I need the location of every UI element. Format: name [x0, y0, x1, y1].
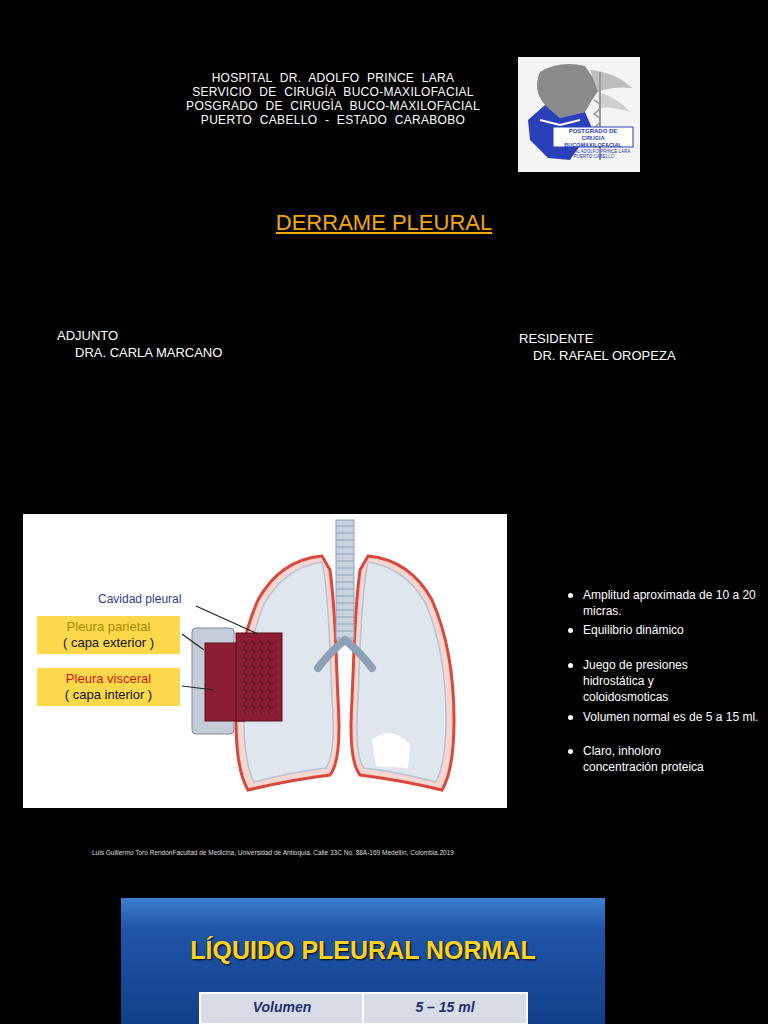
bullet-dot [568, 715, 573, 720]
citation: Luis Guillermo Toro RendónFacultad de Me… [92, 849, 652, 856]
table-cell: Volumen [202, 999, 362, 1015]
slide-image [121, 898, 605, 1024]
bullet-dot [568, 628, 573, 633]
header-line: HOSPITAL DR. ADOLFO PRINCE LARA [130, 71, 536, 85]
bullet-text: Amplitud aproximada de 10 a 20 micras. [583, 587, 759, 619]
part-label: Cavidad pleural [98, 592, 181, 606]
label-box: Pleura visceral( capa interior ) [37, 668, 180, 706]
person-name: DR. RAFAEL OROPEZA [533, 348, 676, 363]
header-line: SERVICIO DE CIRUGÍA BUCO-MAXILOFACIAL [130, 85, 536, 99]
label-box: Pleura parietal( capa exterior ) [37, 616, 180, 654]
slide-heading: LÍQUIDO PLEURAL NORMAL [121, 936, 605, 965]
header-line: POSGRADO DE CIRUGÌA BUCO-MAXILOFACIAL [130, 99, 536, 113]
bullet-text: Equilibrio dinámico [583, 622, 759, 638]
person-name: DRA. CARLA MARCANO [75, 345, 222, 360]
lung-illustration [23, 514, 507, 808]
part-note: ( capa exterior ) [45, 635, 172, 651]
logo-text: POSTGRADO DE [554, 128, 632, 135]
bullet-text: Volumen normal es de 5 a 15 ml. [583, 709, 759, 725]
logo-text: HOSPITAL ADOLFO PRINCE LARA PUERTO CABEL… [554, 149, 634, 159]
bullet-text: Claro, inholoro concentración proteica [583, 743, 733, 775]
slide-title: DERRAME PLEURAL [180, 210, 588, 236]
part-name: Pleura visceral [45, 671, 172, 687]
part-note: ( capa interior ) [45, 687, 172, 703]
bullet-text: Juego de presiones hidrostática y coloid… [583, 657, 733, 705]
part-name: Pleura parietal [45, 619, 172, 635]
logo-text: CIRUGIA BUCOMAXILOFACIAL [554, 135, 632, 149]
logo [518, 57, 640, 172]
bullet-dot [568, 593, 573, 598]
bullet-dot [568, 749, 573, 754]
header-line: PUERTO CABELLO - ESTADO CARABOBO [130, 113, 536, 127]
table-cell: 5 – 15 ml [365, 999, 525, 1015]
bullet-dot [568, 663, 573, 668]
role-label: ADJUNTO [57, 328, 118, 343]
role-label: RESIDENTE [519, 331, 593, 346]
